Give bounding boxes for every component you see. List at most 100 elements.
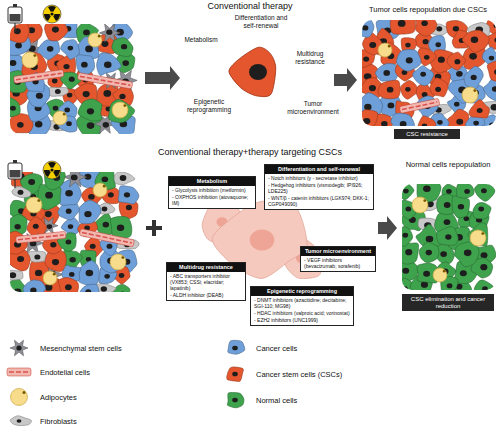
cell-body	[10, 24, 29, 43]
cell-nucleus	[87, 122, 95, 129]
cell-body	[378, 80, 400, 99]
adipocyte-nucleus	[481, 232, 484, 235]
legend-item: Cancer cells	[222, 338, 297, 358]
cell-body	[391, 113, 415, 126]
cell-nucleus	[88, 194, 95, 200]
cell-nucleus	[493, 23, 496, 28]
result-panel: Normal cells repopulationCSC elimination…	[398, 160, 498, 310]
endothelial-body	[16, 231, 66, 243]
cell-nucleus	[421, 20, 427, 26]
cell-nucleus	[63, 64, 69, 69]
cell-body	[456, 184, 474, 199]
cell-nucleus	[85, 289, 91, 292]
mechanism-label: Multidrug resistance	[288, 50, 332, 66]
cell-body	[23, 280, 46, 292]
drug-item: - ALDH inhibitor (DEAB)	[167, 292, 245, 300]
cell-nucleus	[456, 71, 463, 77]
cell-body	[468, 223, 488, 246]
cell-nucleus	[398, 20, 406, 27]
cell-nucleus	[119, 94, 125, 99]
legend-text: Endotelial cells	[40, 368, 90, 377]
cell-body	[78, 261, 99, 286]
adipocyte	[112, 102, 128, 118]
cell-body	[437, 227, 459, 246]
adipocyte	[470, 230, 486, 246]
mechanism-label: Tumor microenvironment	[282, 100, 344, 116]
cell-body	[64, 172, 87, 187]
swatch-shape	[7, 368, 31, 376]
cell-nucleus	[249, 64, 267, 80]
cell-nucleus	[17, 256, 24, 262]
iv-tube	[14, 179, 15, 188]
legend-swatch	[222, 338, 248, 358]
cell-nucleus	[369, 42, 376, 48]
mechanism-label: Differentiation and self-renewal	[228, 14, 294, 30]
cell-nucleus	[422, 124, 427, 126]
cell-cluster	[10, 24, 137, 134]
cell-nucleus	[120, 175, 127, 181]
cell-nucleus	[65, 190, 73, 197]
cell-nucleus	[87, 108, 94, 114]
cell-nucleus	[403, 189, 409, 194]
box-heading: Metabolism	[169, 177, 255, 186]
cell-nucleus	[447, 283, 453, 288]
cell-nucleus	[464, 189, 470, 194]
cell-nucleus	[67, 93, 73, 98]
swatch-shape	[227, 392, 244, 407]
legend-item: Fibroblasts	[6, 411, 77, 431]
result-panel: Tumor cells repopulation due CSCsCSC res…	[358, 5, 498, 143]
cell-nucleus	[491, 104, 496, 111]
cell-nucleus	[426, 236, 434, 243]
cell-nucleus	[480, 264, 487, 270]
cell-nucleus	[492, 86, 496, 92]
radiation-disc	[43, 5, 61, 23]
adipocyte-nucleus	[423, 199, 426, 202]
cell-nucleus	[50, 242, 56, 247]
cell-cluster	[362, 20, 496, 126]
swatch-nucleus	[232, 372, 238, 377]
cell-nucleus	[405, 87, 410, 92]
cell-nucleus	[363, 57, 369, 62]
cell-nucleus	[104, 274, 109, 279]
process-arrow	[378, 216, 397, 240]
cell-nucleus	[66, 240, 72, 245]
cell-nucleus	[106, 30, 112, 35]
cell-nucleus	[14, 224, 20, 229]
cell-nucleus	[66, 121, 72, 126]
cell-nucleus	[435, 42, 441, 47]
cell-nucleus	[45, 211, 52, 217]
cell-body	[45, 24, 68, 41]
box-heading: Differentiation and self-renewal	[265, 165, 373, 174]
adipocyte	[378, 43, 392, 57]
cell-nucleus	[69, 272, 75, 277]
cell-nucleus	[362, 25, 368, 30]
cell-body	[10, 270, 23, 280]
therapy-box: Tumor microenvironment- VEGF inhibitors …	[300, 246, 376, 272]
adipocyte-nucleus	[473, 89, 476, 92]
endothelial-stripe	[16, 73, 62, 79]
cell-nucleus	[423, 185, 431, 192]
cell-nucleus	[68, 224, 73, 229]
adipocyte	[43, 271, 57, 285]
cell-body	[474, 184, 495, 201]
endothelial-body	[399, 98, 440, 113]
legend-item: Endotelial cells	[6, 362, 90, 382]
outcome-text: CSC elimination and cancer reduction	[406, 296, 490, 310]
legend-item: Mesenchymal stem cells	[6, 338, 122, 358]
cell-nucleus	[444, 202, 451, 208]
cell-nucleus	[47, 46, 54, 52]
legend-swatch	[6, 362, 32, 382]
cell-nucleus	[423, 271, 430, 277]
adipocyte	[53, 111, 67, 125]
cell-nucleus	[369, 85, 376, 91]
cell-body	[58, 278, 78, 292]
cell-nucleus	[435, 87, 441, 92]
iv-fluid	[10, 14, 21, 22]
cell-nucleus	[53, 106, 59, 111]
cell-body	[362, 110, 378, 126]
cell-nucleus	[90, 244, 96, 249]
swatch-shape	[227, 367, 244, 382]
cell-body	[396, 50, 421, 72]
plus-bar	[152, 220, 156, 236]
cell-nucleus	[68, 46, 74, 51]
